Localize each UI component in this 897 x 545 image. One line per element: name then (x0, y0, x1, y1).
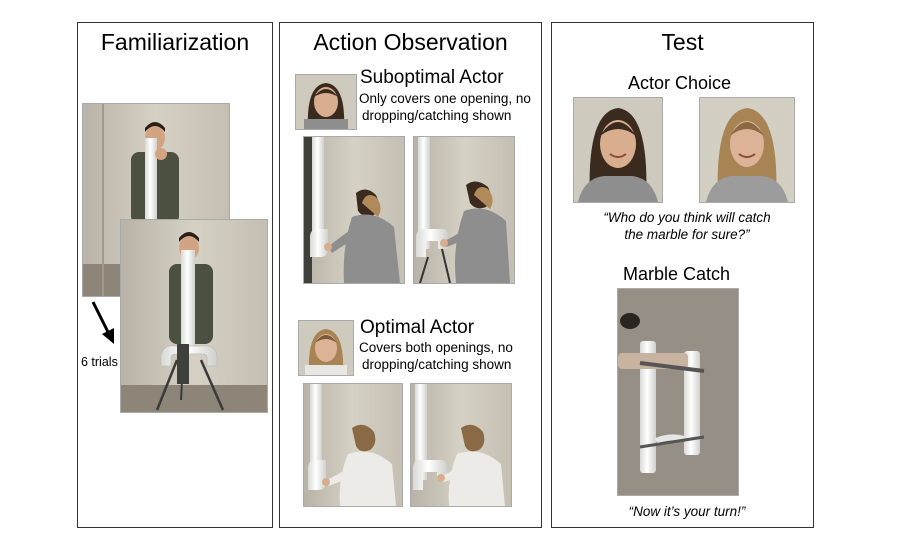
marble-catch-quote: “Now it’s your turn!” (628, 504, 746, 519)
test-title: Test (661, 29, 704, 55)
optimal-actor-face-photo (298, 320, 354, 376)
actor-choice-optimal-face-photo (699, 97, 795, 203)
actor-choice-quote-line1: “Who do you think will catch (603, 210, 771, 225)
arrow-down-right-icon (91, 301, 114, 344)
suboptimal-description-line1: Only covers one opening, no (359, 91, 531, 106)
trials-label: 6 trials (81, 355, 118, 369)
marble-catch-photo (617, 288, 739, 496)
familiarization-title: Familiarization (100, 29, 250, 55)
familiarization-photo-front (120, 219, 268, 413)
actor-choice-quote-line2: the marble for sure?” (624, 227, 750, 242)
optimal-description-line1: Covers both openings, no (359, 340, 513, 355)
optimal-action-photo-2 (410, 383, 512, 507)
optimal-action-photo-1 (303, 383, 403, 507)
suboptimal-action-photo-2 (413, 136, 515, 284)
suboptimal-actor-face-photo (295, 74, 357, 130)
optimal-actor-title: Optimal Actor (360, 317, 475, 338)
optimal-description-line2: dropping/catching shown (362, 357, 512, 372)
actor-choice-suboptimal-face-photo (573, 97, 663, 203)
suboptimal-actor-title: Suboptimal Actor (360, 67, 504, 88)
suboptimal-description-line2: dropping/catching shown (362, 108, 512, 123)
marble-catch-title: Marble Catch (623, 264, 731, 284)
action-observation-title: Action Observation (313, 29, 508, 55)
suboptimal-action-photo-1 (303, 136, 405, 284)
actor-choice-title: Actor Choice (628, 73, 732, 93)
